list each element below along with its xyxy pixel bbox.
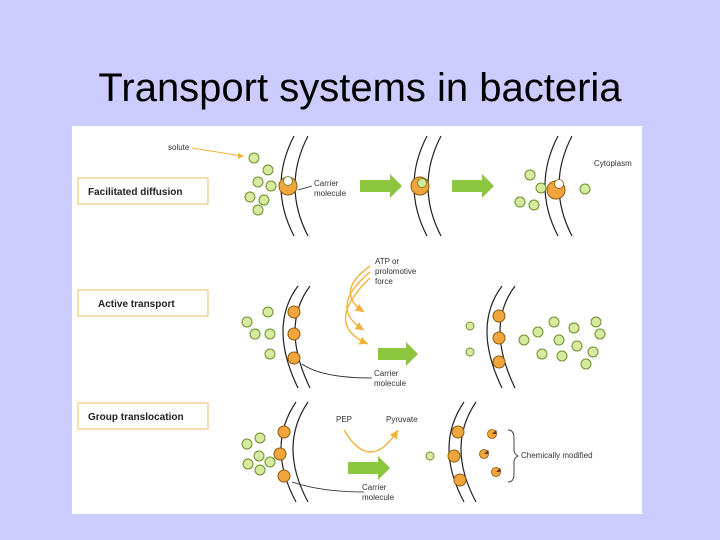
energy-arrow xyxy=(346,271,371,331)
solute-molecule xyxy=(262,164,274,176)
facilitated-diffusion-label-box xyxy=(77,177,209,205)
solute-molecule xyxy=(241,316,253,328)
energy-label: ATP or xyxy=(375,257,399,266)
carrier-site xyxy=(554,179,564,189)
membrane-inner xyxy=(427,135,442,237)
modified-bracket xyxy=(507,429,520,483)
carrier-molecule xyxy=(287,351,301,365)
chemically-modified-label: Chemically modified xyxy=(521,451,593,460)
solute-molecule xyxy=(248,152,260,164)
solute-molecule xyxy=(241,438,253,450)
carrier-label: molecule xyxy=(314,189,347,198)
energy-arrow xyxy=(349,265,371,313)
active-transport-label-box xyxy=(77,289,209,317)
solute-molecule xyxy=(587,346,599,358)
carrier-label: Carrier xyxy=(314,179,339,188)
solute-molecule xyxy=(568,322,580,334)
carrier-pointer xyxy=(301,363,373,379)
solute-molecule xyxy=(590,316,602,328)
carrier-molecule xyxy=(492,355,506,369)
solute-molecule xyxy=(252,204,264,216)
carrier-label: Carrier xyxy=(374,369,399,378)
transition-arrow xyxy=(378,342,418,366)
carrier-molecule xyxy=(453,473,467,487)
solute-molecule xyxy=(548,316,560,328)
transition-arrow xyxy=(348,456,390,480)
solute-molecule xyxy=(536,348,548,360)
solute-molecule xyxy=(264,456,276,468)
solute-molecule xyxy=(579,183,591,195)
solute-molecule xyxy=(556,350,568,362)
solute-molecule xyxy=(465,347,475,357)
solute-molecule xyxy=(254,464,266,476)
group-translocation-label-box xyxy=(77,402,209,430)
panel-group-translocation: Group translocation PEP Pyruvate Carrier… xyxy=(77,401,593,503)
solute-molecule xyxy=(425,451,435,461)
membrane-inner xyxy=(499,285,516,389)
membrane-inner xyxy=(292,401,309,503)
solute-molecule xyxy=(265,180,277,192)
energy-label: prolomotive xyxy=(375,267,417,276)
solute-molecule xyxy=(528,199,540,211)
energy-label: force xyxy=(375,277,393,286)
solute-molecule xyxy=(532,326,544,338)
membrane-outer xyxy=(486,285,503,389)
membrane-inner xyxy=(460,401,477,503)
solute-molecule xyxy=(571,340,583,352)
carrier-molecule xyxy=(492,331,506,345)
carrier-molecule xyxy=(277,425,291,439)
solute-molecule xyxy=(262,306,274,318)
solute-molecule xyxy=(580,358,592,370)
carrier-pointer xyxy=(291,481,365,493)
active-transport-label: Active transport xyxy=(98,299,175,310)
carrier-molecule xyxy=(277,469,291,483)
solute-molecule xyxy=(535,182,547,194)
bound-solute xyxy=(283,176,293,186)
carrier-label: molecule xyxy=(362,493,395,502)
solute-molecule xyxy=(253,450,265,462)
solute-molecule xyxy=(249,328,261,340)
solute-molecule xyxy=(264,348,276,360)
cytoplasm-label: Cytoplasm xyxy=(594,159,632,168)
solute-molecule xyxy=(252,176,264,188)
membrane-outer xyxy=(448,401,465,503)
carrier-molecule xyxy=(451,425,465,439)
facilitated-diffusion-label: Facilitated diffusion xyxy=(88,187,182,198)
solute-molecule xyxy=(514,196,526,208)
energy-arrow xyxy=(344,277,371,345)
solute-pointer xyxy=(191,147,243,157)
panel-active-transport: Active transport ATP or prolomotive forc… xyxy=(77,257,606,389)
carrier-molecule xyxy=(287,305,301,319)
carrier-molecule xyxy=(492,309,506,323)
carrier-label: molecule xyxy=(374,379,407,388)
panel-facilitated-diffusion: Facilitated diffusion solute Carrier mol… xyxy=(77,135,632,237)
transition-arrow xyxy=(452,174,494,198)
membrane-outer xyxy=(282,285,299,389)
carrier-label: Carrier xyxy=(362,483,387,492)
group-translocation-label: Group translocation xyxy=(88,412,184,423)
solute-label: solute xyxy=(168,143,190,152)
carrier-molecule xyxy=(287,327,301,341)
solute-molecule xyxy=(254,432,266,444)
solute-molecule xyxy=(264,328,276,340)
pyruvate-label: Pyruvate xyxy=(386,415,418,424)
solute-molecule xyxy=(465,321,475,331)
pep-label: PEP xyxy=(336,415,352,424)
carrier-molecule xyxy=(273,447,287,461)
transport-diagram: Facilitated diffusion solute Carrier mol… xyxy=(72,126,642,514)
solute-molecule xyxy=(524,169,536,181)
solute-molecule xyxy=(258,194,270,206)
solute-molecule xyxy=(242,458,254,470)
pep-pyruvate-arrow xyxy=(343,429,399,453)
solute-molecule xyxy=(417,178,427,188)
solute-molecule xyxy=(594,328,606,340)
slide-title: Transport systems in bacteria xyxy=(98,66,622,110)
solute-molecule xyxy=(518,334,530,346)
solute-molecule xyxy=(553,334,565,346)
transition-arrow xyxy=(360,174,402,198)
carrier-molecule xyxy=(447,449,461,463)
solute-molecule xyxy=(244,191,256,203)
